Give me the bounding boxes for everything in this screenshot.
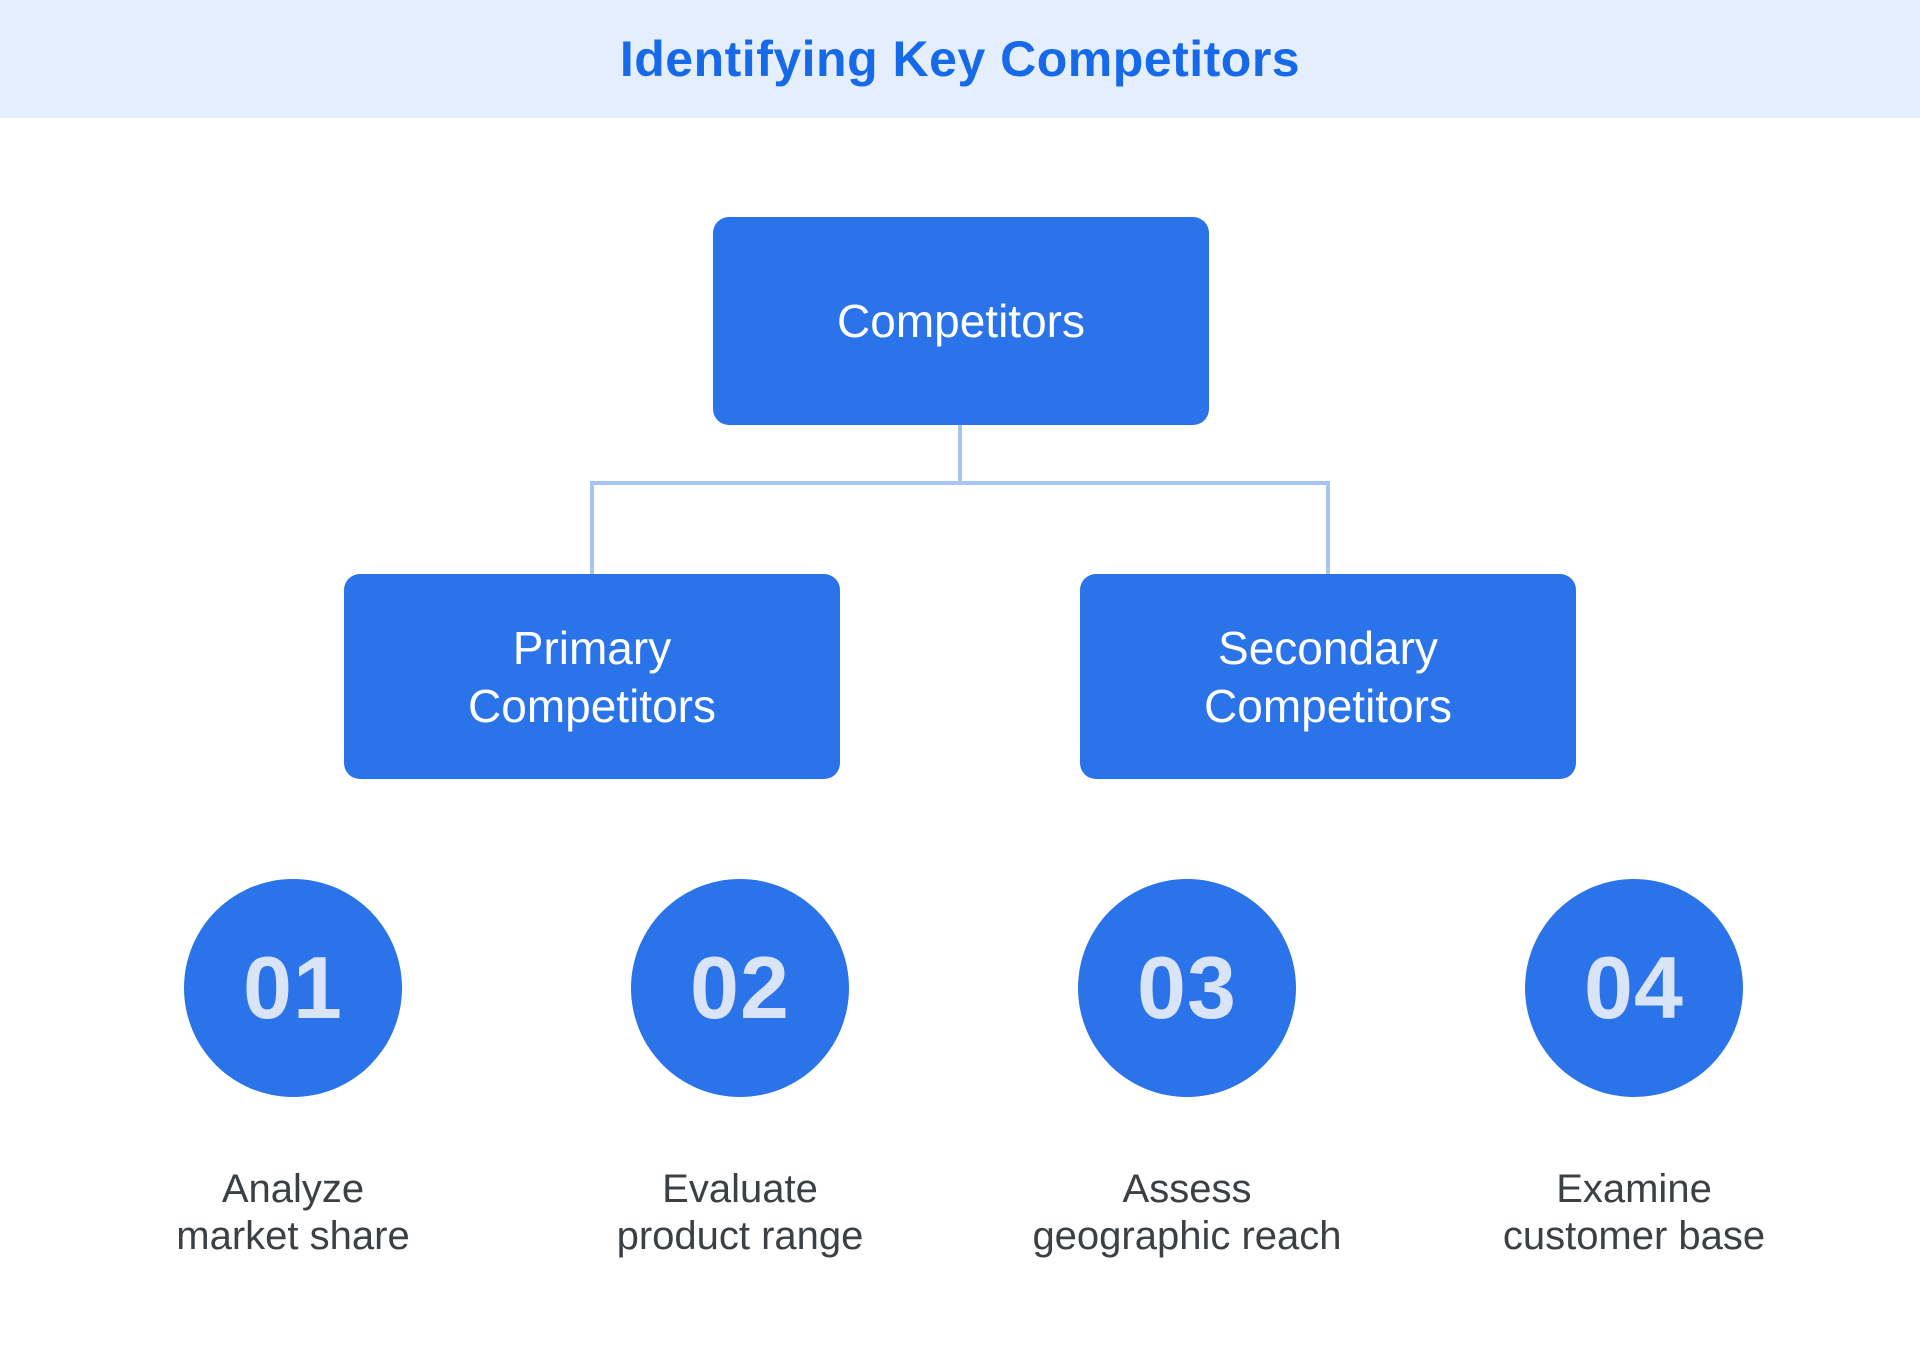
step-label-4: Examine customer base: [1502, 1167, 1766, 1258]
connector-horizontal-bar: [590, 481, 1330, 485]
page-title: Identifying Key Competitors: [619, 31, 1301, 87]
step-circle-2: 02: [631, 879, 849, 1097]
step-item-3: 03 Assess geographic reach: [967, 879, 1407, 1260]
node-primary-competitors-label: Primary Competitors: [468, 621, 716, 732]
connector-drop-left: [590, 481, 594, 574]
step-label-1: Analyze market share: [176, 1167, 410, 1258]
step-label-3: Assess geographic reach: [1032, 1167, 1342, 1258]
node-primary-competitors: Primary Competitors: [344, 574, 840, 779]
step-circle-3: 03: [1078, 879, 1296, 1097]
step-number-4: 04: [1584, 938, 1684, 1037]
step-circle-4: 04: [1525, 879, 1743, 1097]
step-number-1: 01: [243, 938, 343, 1037]
node-secondary-competitors-label: Secondary Competitors: [1204, 621, 1452, 732]
title-bar: Identifying Key Competitors: [0, 0, 1920, 118]
step-item-1: 01 Analyze market share: [73, 879, 513, 1260]
step-number-3: 03: [1137, 938, 1237, 1037]
step-item-4: 04 Examine customer base: [1414, 879, 1854, 1260]
step-number-2: 02: [690, 938, 790, 1037]
step-circle-1: 01: [184, 879, 402, 1097]
node-competitors-label: Competitors: [837, 295, 1085, 347]
connector-stem: [958, 425, 962, 483]
connector-drop-right: [1326, 481, 1330, 574]
node-secondary-competitors: Secondary Competitors: [1080, 574, 1576, 779]
step-label-2: Evaluate product range: [616, 1167, 864, 1258]
node-competitors: Competitors: [713, 217, 1209, 425]
step-item-2: 02 Evaluate product range: [520, 879, 960, 1260]
